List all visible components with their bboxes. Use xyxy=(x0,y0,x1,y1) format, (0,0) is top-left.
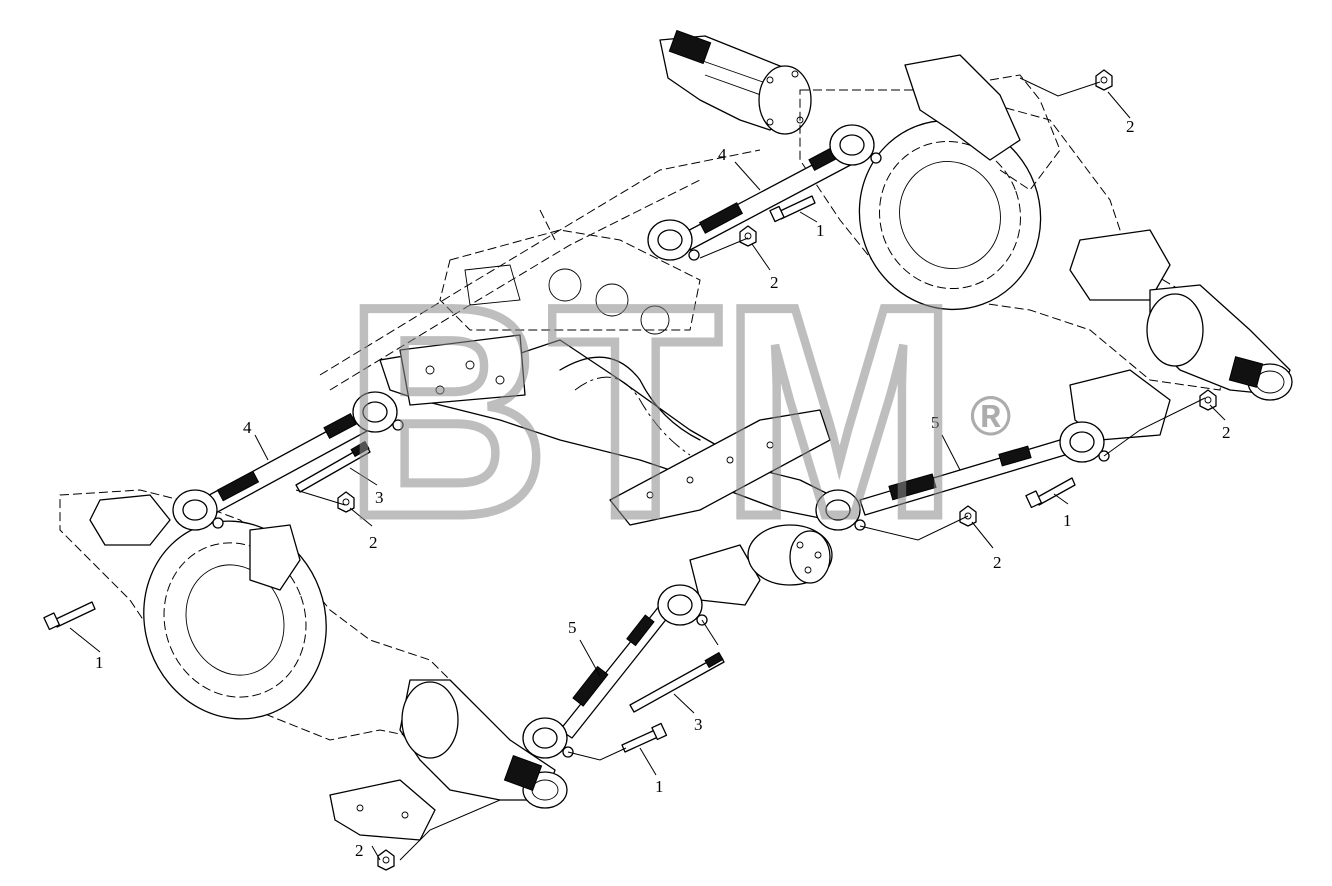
callout-bolt-right: 1 xyxy=(1063,511,1072,530)
frame-outline xyxy=(319,149,761,391)
callout-rod-upper: 4 xyxy=(718,145,727,164)
callout-rod-right: 5 xyxy=(931,413,940,432)
callout-rod-left: 4 xyxy=(243,418,252,437)
callout-bolt-lower: 1 xyxy=(655,777,664,796)
callout-stud-lower: 3 xyxy=(694,715,703,734)
center-crossmember xyxy=(379,334,841,606)
reaction-rod-5-right xyxy=(815,421,1110,531)
reaction-rod-4-lower xyxy=(172,391,404,531)
callout-nut-top-right: 2 xyxy=(1126,117,1135,136)
reaction-rod-4-upper xyxy=(647,124,882,261)
callout-rod-lower: 5 xyxy=(568,618,577,637)
reaction-rod-5-lower xyxy=(522,584,708,759)
rear-axle-housing xyxy=(659,29,1293,401)
bolt-1-left xyxy=(43,601,96,631)
bolt-1-upper xyxy=(769,195,816,223)
callout-stud-upper: 3 xyxy=(375,488,384,507)
stud-3-upper xyxy=(295,440,371,493)
registered-mark-icon: ® xyxy=(970,384,1011,447)
callout-numbers: 1 1 1 1 2 2 2 2 2 2 3 3 4 4 5 5 xyxy=(95,117,1231,860)
front-axle-housing xyxy=(59,369,1171,841)
stud-3-lower xyxy=(629,651,725,713)
callout-nut-bottom: 2 xyxy=(355,841,364,860)
leader-lines xyxy=(69,77,1226,861)
callout-nut-right-rod: 2 xyxy=(993,553,1002,572)
callout-nut-left-rod: 2 xyxy=(369,533,378,552)
callout-bolt-left: 1 xyxy=(95,653,104,672)
watermark-text: BTM xyxy=(345,243,957,579)
btm-watermark: BTM ® xyxy=(341,239,1012,584)
callout-bolt-upper: 1 xyxy=(816,221,825,240)
callout-nut-right-seat: 2 xyxy=(1222,423,1231,442)
callout-nut-upper-rod: 2 xyxy=(770,273,779,292)
bolt-1-right xyxy=(1025,477,1076,509)
bolt-1-lower xyxy=(621,722,668,753)
